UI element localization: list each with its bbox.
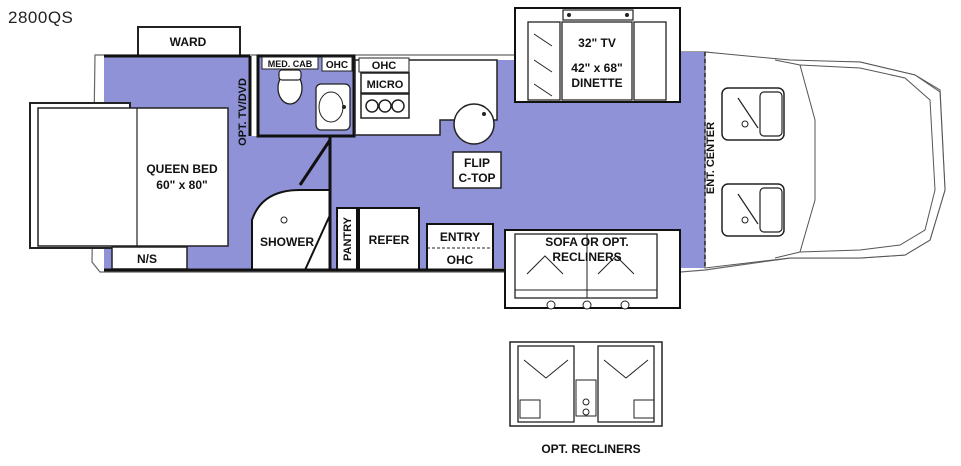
- dinette-seat-right: [633, 21, 667, 101]
- dinette-seat-left: [527, 21, 561, 101]
- dashboard: [799, 64, 936, 253]
- sofa-label-2: RECLINERS: [552, 250, 621, 264]
- entry-label: ENTRY: [440, 230, 480, 244]
- tv-32-label: 32" TV: [578, 36, 616, 50]
- opt-tv-label: OPT. TV/DVD: [237, 78, 249, 146]
- opt-recliners-label: OPT. RECLINERS: [541, 442, 640, 456]
- bed-size-label: 60" x 80": [156, 178, 207, 192]
- refrigerator: [358, 207, 420, 271]
- ent-center-label: ENT. CENTER: [705, 122, 717, 194]
- entry: [426, 223, 494, 271]
- bath-ohc: [321, 56, 353, 72]
- kitchen-ohc-label: OHC: [372, 60, 397, 72]
- bath-ohc-label: OHC: [326, 60, 348, 71]
- sofa: [514, 233, 658, 299]
- kitchen-ohc: [358, 57, 410, 73]
- wardrobe: [137, 26, 241, 57]
- sofa-label-1: SOFA OR OPT.: [545, 235, 629, 249]
- pantry-label: PANTRY: [342, 216, 354, 261]
- dinette-label: DINETTE: [571, 76, 622, 90]
- med-cab-label: MED. CAB: [268, 59, 313, 69]
- dinette-table: [561, 21, 633, 101]
- entry-ohc-label: OHC: [447, 253, 474, 267]
- cab-seat-bottom: [721, 183, 785, 237]
- bath-sink: [315, 83, 351, 131]
- tv-32: [562, 9, 634, 21]
- ns-label: N/S: [137, 252, 157, 266]
- cab-seat-top: [721, 87, 785, 141]
- stove: [360, 93, 410, 119]
- interior-walls: [104, 54, 505, 272]
- refer-label: REFER: [369, 233, 410, 247]
- med-cab: [261, 56, 319, 70]
- micro-label: MICRO: [367, 79, 404, 91]
- kitchen-sink: [453, 103, 495, 145]
- flip-ctop: [452, 151, 502, 189]
- shower-label: SHOWER: [260, 235, 314, 249]
- microwave: [360, 72, 410, 94]
- model-name: 2800QS: [8, 8, 74, 27]
- dinette-size-label: 42" x 68": [571, 61, 622, 75]
- flip-label: FLIP: [464, 156, 490, 170]
- shower: [251, 189, 331, 271]
- opt-recliners-inset: [509, 341, 663, 427]
- ctop-label: C-TOP: [458, 171, 495, 185]
- queen-bed: [37, 107, 229, 247]
- toilet: [277, 69, 303, 105]
- ward-label: WARD: [170, 35, 207, 49]
- queen-bed-label: QUEEN BED: [146, 162, 218, 176]
